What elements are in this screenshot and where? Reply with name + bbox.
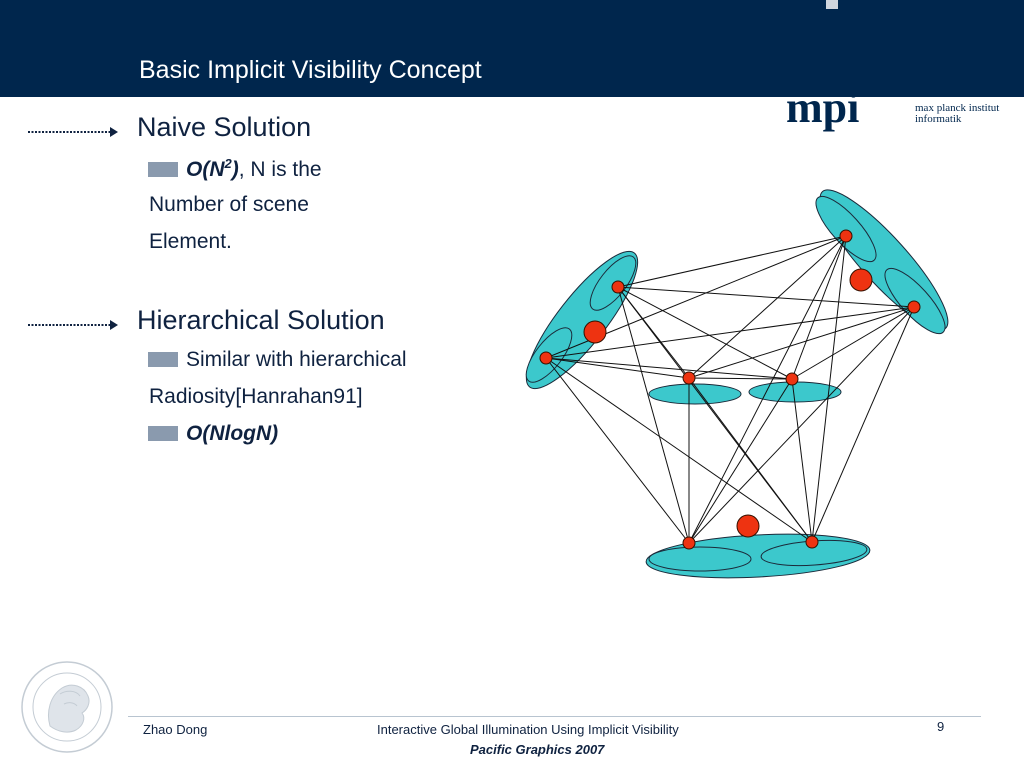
mpi-logo-mark: mpi [786,96,859,132]
visibility-diagram [525,189,949,579]
nodes [539,229,921,550]
section-arrow-icon [28,127,118,137]
bullet-complexity-naive: O(N2), N is the [148,156,322,182]
node [682,371,696,385]
bullet-hierarchical: Similar with hierarchical [148,348,407,372]
heading-naive-solution: Naive Solution [137,112,312,142]
minerva-seal [21,661,113,753]
footer-divider [128,716,981,717]
bullet-square-icon [148,162,178,177]
subpatch [648,546,752,572]
patches [525,189,949,579]
big-o-naive: O(N2) [186,156,239,181]
text-line: Number of scene [149,193,309,216]
node [785,372,799,386]
text-line: Element. [149,230,232,253]
text-line: Radiosity[Hanrahan91] [149,385,363,408]
node-large [583,320,607,344]
title-bar: Basic Implicit Visibility Concept [0,0,1024,97]
mpi-logo: mpi max planck institut informatik [786,96,999,132]
node [907,300,921,314]
visibility-links [545,235,915,544]
node [611,280,625,294]
patch-middle-left [648,383,742,405]
node [839,229,853,243]
section-arrow-icon [28,320,118,330]
bullet-square-icon [148,426,178,441]
footer-talk-title: Interactive Global Illumination Using Im… [377,722,679,737]
page-number: 9 [937,719,945,734]
bullet-complexity-hierarchical: O(NlogN) [148,422,278,446]
footer-venue: Pacific Graphics 2007 [470,742,605,757]
node [682,536,696,550]
footer-author: Zhao Dong [143,722,208,737]
bullet-square-icon [148,352,178,367]
node [805,535,819,549]
node [539,351,553,365]
header-logo-fragment [826,0,838,9]
mpi-logo-line1: max planck institut [915,102,999,114]
node-large [849,268,873,292]
slide-title: Basic Implicit Visibility Concept [139,56,482,84]
heading-hierarchical-solution: Hierarchical Solution [137,305,385,335]
mpi-logo-line2: informatik [915,113,962,125]
node-large [736,514,760,538]
